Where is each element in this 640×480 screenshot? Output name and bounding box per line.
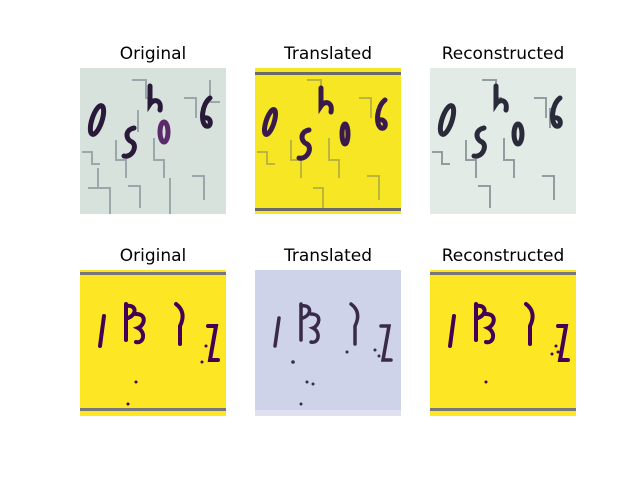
image-panel-translated-1 — [255, 68, 401, 214]
image-panel-translated-2 — [255, 270, 401, 416]
panel-title-row2-col3: Reconstructed — [441, 246, 565, 266]
digit-strip-image — [430, 270, 576, 416]
panel-title-row2-col2: Translated — [284, 246, 372, 266]
panel-title-row1-col2: Translated — [284, 44, 372, 64]
panel-title-row2-col1: Original — [119, 246, 187, 266]
digit-strip-image — [80, 270, 226, 416]
panel-title-row1-col1: Original — [119, 44, 187, 64]
digit-strip-image — [80, 68, 226, 214]
digit-strip-image — [255, 68, 401, 214]
digit-strip-image — [255, 270, 401, 416]
image-panel-original-2 — [80, 270, 226, 416]
image-panel-reconstructed-1 — [430, 68, 576, 214]
digit-strip-image — [430, 68, 576, 214]
image-panel-original-1 — [80, 68, 226, 214]
panel-title-row1-col3: Reconstructed — [441, 44, 565, 64]
image-panel-reconstructed-2 — [430, 270, 576, 416]
